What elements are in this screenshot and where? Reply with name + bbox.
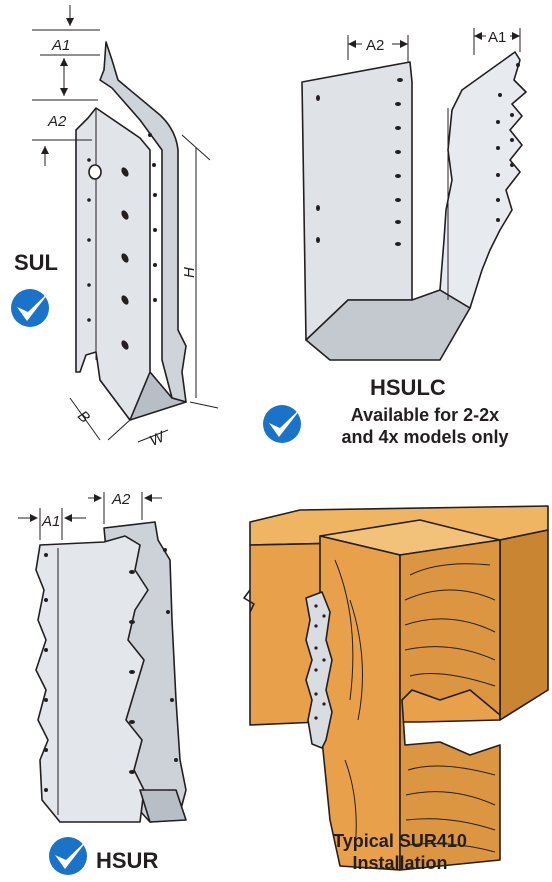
install-caption: Typical SUR410 Installation [300, 830, 500, 874]
install-caption-line-2: Installation [352, 853, 448, 873]
dim-a1-hsulc: A1 [488, 29, 506, 46]
install-caption-line-1: Typical SUR410 [333, 831, 467, 851]
dim-a1-hsur: A1 [41, 513, 60, 530]
dim-b: B [74, 407, 93, 426]
checkmark-badge-icon [263, 405, 303, 443]
hsulc-hanger: A2 A1 [301, 28, 527, 361]
hsulc-label: HSULC [370, 375, 446, 400]
hsulc-note: Available for 2-2x and 4x models only [310, 404, 540, 448]
sul-hanger: A1 A2 H B W [32, 5, 219, 450]
hsur-label: HSUR [96, 848, 159, 873]
dim-a2-hsur: A2 [111, 491, 131, 508]
hsulc-note-line-2: and 4x models only [341, 427, 509, 447]
sul-label: SUL [14, 250, 58, 275]
dim-a2-sul: A2 [47, 113, 67, 130]
dim-a1-sul: A1 [51, 37, 70, 54]
sur410-installation [243, 505, 549, 871]
dim-h: H [181, 267, 198, 278]
hsulc-note-line-1: Available for 2-2x [350, 405, 500, 425]
checkmark-badge-icon [11, 289, 51, 327]
dim-a2-hsulc: A2 [366, 37, 384, 54]
checkmark-badge-icon [49, 837, 89, 875]
hsur-hanger: A1 A2 [18, 491, 187, 823]
